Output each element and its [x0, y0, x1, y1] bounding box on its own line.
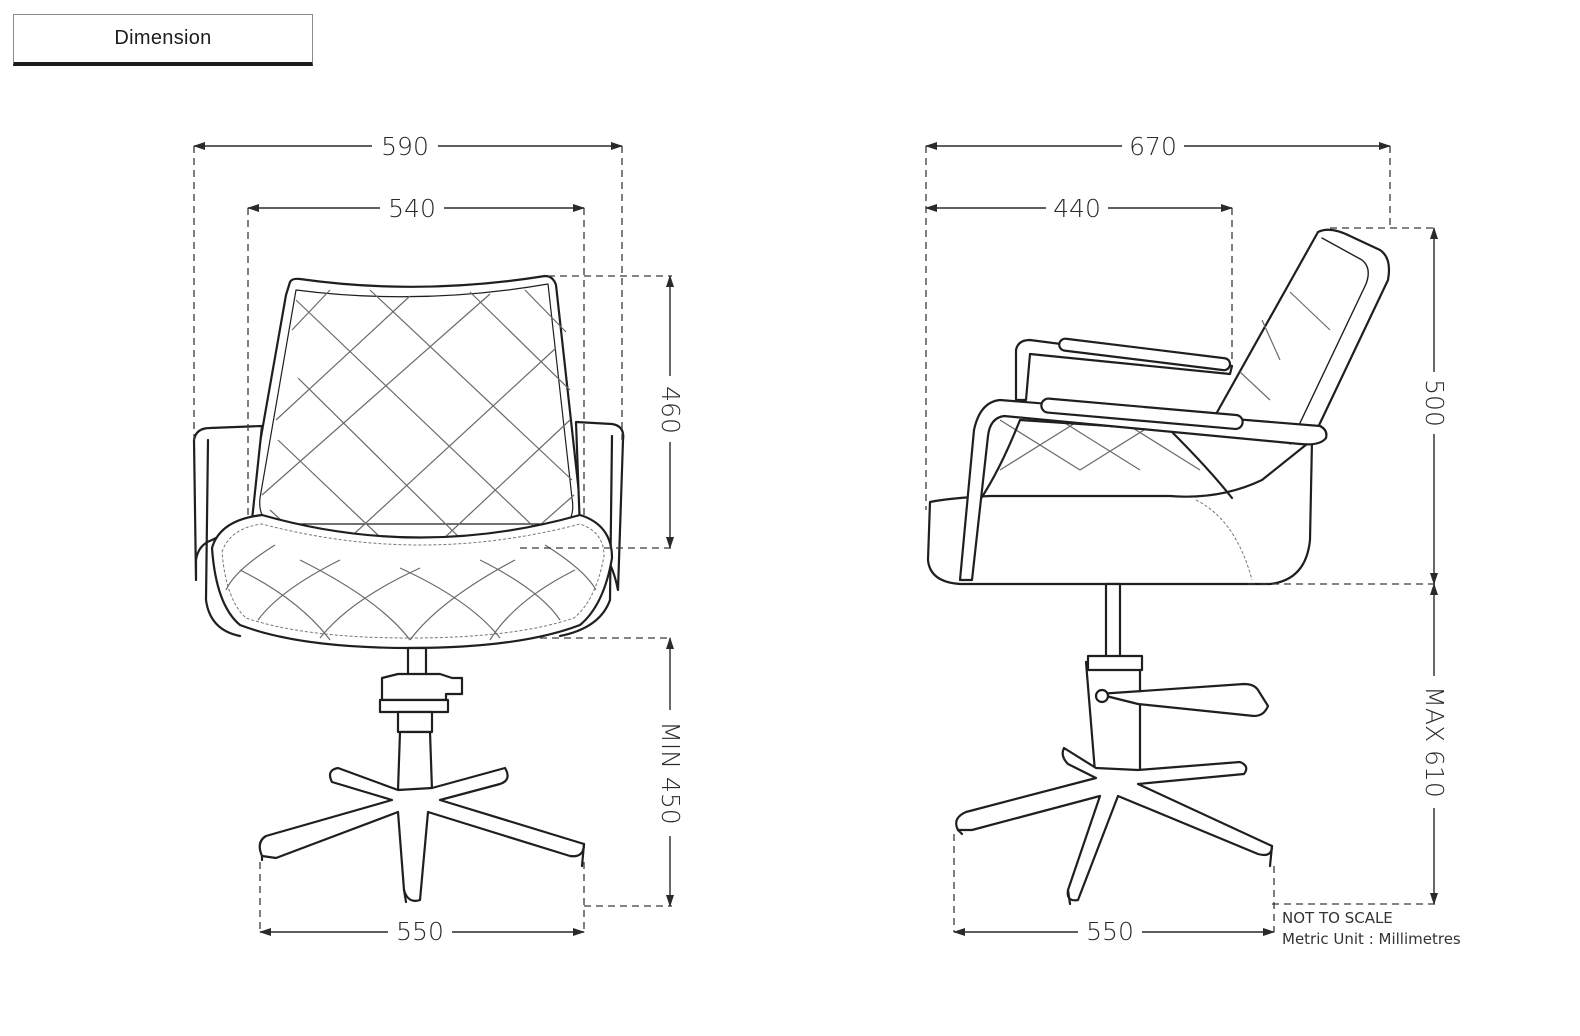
side-base-width-label: 550	[1086, 917, 1134, 946]
not-to-scale-note: NOT TO SCALE	[1282, 909, 1393, 927]
side-view-dimensions: 670 440 500 MAX 610 550	[925, 132, 1449, 946]
front-view-chair	[192, 274, 625, 904]
front-overall-width-label: 590	[381, 132, 429, 161]
front-min-seat-height-label: MIN 450	[656, 721, 685, 824]
front-base-width-label: 550	[396, 917, 444, 946]
side-max-seat-height-label: MAX 610	[1420, 686, 1449, 797]
front-back-height-label: 460	[656, 386, 685, 434]
metric-unit-note: Metric Unit : Millimetres	[1282, 930, 1461, 948]
front-view-dimensions: 590 540 460 MIN 450 550	[193, 132, 685, 946]
side-back-height-label: 500	[1420, 379, 1449, 427]
side-seat-depth-label: 440	[1053, 194, 1101, 223]
front-seat-width-label: 540	[388, 194, 436, 223]
dimension-tab[interactable]: Dimension	[13, 14, 313, 66]
dimension-tab-label: Dimension	[114, 27, 212, 49]
side-view-chair	[926, 228, 1391, 906]
side-overall-depth-label: 670	[1129, 132, 1177, 161]
